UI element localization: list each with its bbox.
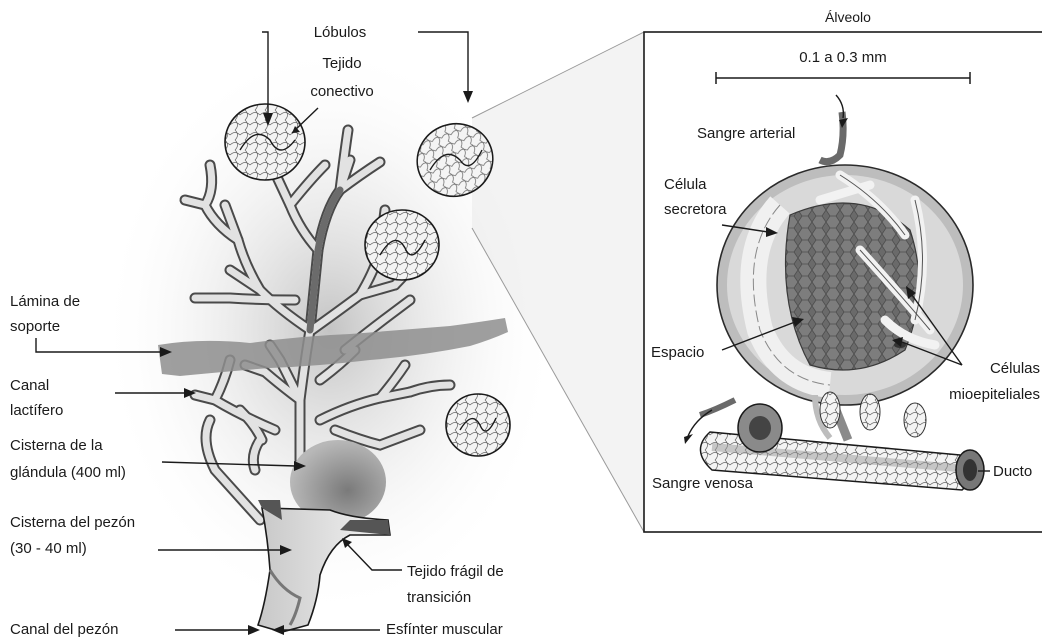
label-esfinter: Esfínter muscular [386, 621, 503, 638]
label-cisterna-pezon-1: Cisterna del pezón [10, 514, 135, 531]
label-celulas-mio-1: Células [990, 360, 1040, 377]
label-celula-2: secretora [664, 201, 727, 218]
label-canal-lactifero-2: lactífero [10, 402, 63, 419]
label-celula-1: Célula [664, 176, 707, 193]
lobule-4 [446, 394, 510, 456]
label-sangre-arterial: Sangre arterial [697, 125, 795, 142]
label-alveolo: Álveolo [825, 9, 871, 25]
label-espacio: Espacio [651, 344, 704, 361]
label-lobulos: Lóbulos [314, 24, 367, 41]
label-cisterna-glandula-2: glándula (400 ml) [10, 464, 126, 481]
alveolus-inset [644, 32, 1042, 532]
label-tejido-conectivo-1: Tejido [322, 55, 361, 72]
label-tejido-fragil-1: Tejido frágil de [407, 563, 504, 580]
label-ducto: Ducto [993, 463, 1032, 480]
label-canal-pezon: Canal del pezón [10, 621, 118, 638]
label-tejido-conectivo-2: conectivo [310, 83, 373, 100]
label-cisterna-glandula-1: Cisterna de la [10, 437, 103, 454]
label-lamina-2: soporte [10, 318, 60, 335]
label-cisterna-pezon-2: (30 - 40 ml) [10, 540, 87, 557]
label-scale: 0.1 a 0.3 mm [799, 49, 887, 66]
lobule-3 [365, 210, 439, 280]
label-tejido-fragil-2: transición [407, 589, 471, 606]
label-canal-lactifero-1: Canal [10, 377, 49, 394]
label-celulas-mio-2: mioepiteliales [949, 386, 1040, 403]
label-lamina-1: Lámina de [10, 293, 80, 310]
label-sangre-venosa: Sangre venosa [652, 475, 754, 492]
